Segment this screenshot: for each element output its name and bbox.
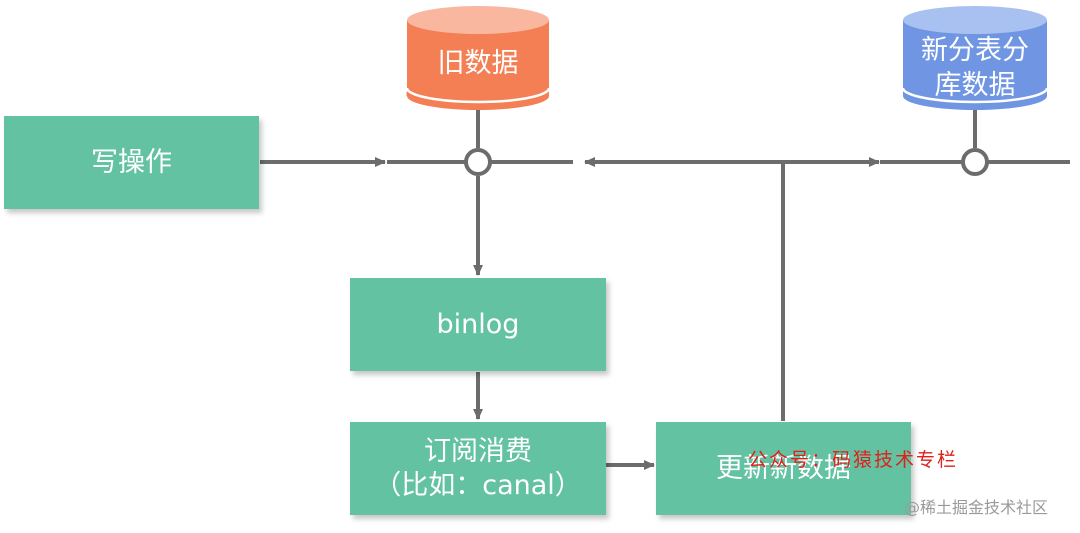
- update-new-data-box: 更新新数据: [656, 422, 911, 515]
- old-db-text: 旧数据: [437, 48, 519, 79]
- update-new-data-label: 更新新数据: [716, 452, 851, 484]
- new-db-text-line1: 新分表分: [921, 35, 1029, 66]
- subscribe-consume-box: 订阅消费 （比如：canal）: [350, 422, 606, 515]
- subscribe-consume-label: 订阅消费: [424, 435, 532, 467]
- new-db-junction-icon: [961, 148, 989, 176]
- old-db-cylinder-icon: [405, 6, 551, 110]
- write-operation-label: 写操作: [91, 146, 172, 178]
- juejin-watermark: @稀土掘金技术社区: [904, 498, 1049, 517]
- new-db-label: 新分表分 库数据: [903, 33, 1047, 103]
- old-db-label: 旧数据: [407, 46, 549, 81]
- new-db-text-line2: 库数据: [934, 70, 1016, 102]
- binlog-box: binlog: [350, 278, 606, 371]
- official-account-watermark: 公众号：码猿技术专栏: [748, 449, 959, 471]
- subscribe-consume-example: （比如：canal）: [374, 469, 582, 501]
- write-operation-box: 写操作: [4, 116, 259, 209]
- binlog-label: binlog: [436, 308, 520, 340]
- old-db-junction-icon: [464, 148, 492, 176]
- new-db-cylinder-icon: [901, 6, 1049, 110]
